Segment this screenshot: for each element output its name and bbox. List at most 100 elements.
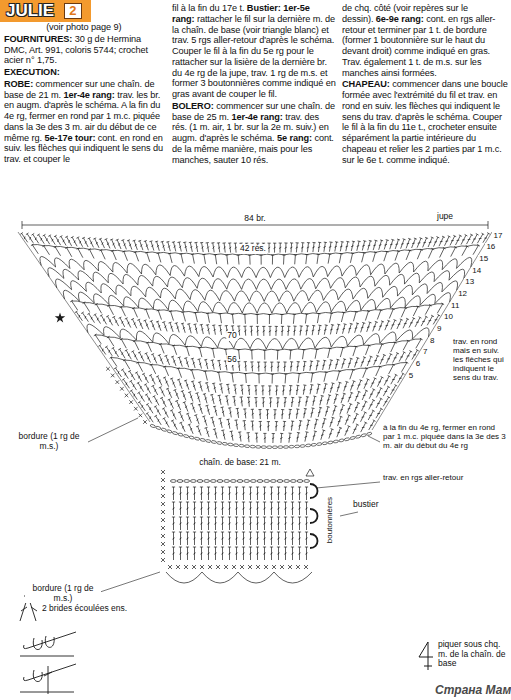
star-mark [55,312,65,322]
text-column: fil à la fin du 17e t.Bustier: 1er-5e ra… [172,3,336,166]
chain-stitch [277,480,283,483]
chain-stitch [257,480,263,483]
chain-stitch [184,480,190,483]
insert-symbol [419,642,433,670]
chain-stitch [250,480,256,483]
hook-illustration [20,632,76,656]
chain-stitch [222,442,228,445]
chain-stitch [189,436,195,440]
chain-stitch [217,480,223,483]
note: bordure (1 rg de m.s.) [11,432,87,451]
chain-stitch [155,426,161,430]
chain-stitch [300,444,305,447]
chain-stitch [224,480,230,483]
chain-stitch [304,480,310,483]
row-number: 9 [436,325,442,334]
chain-stitch [284,480,290,483]
section-heading: ROBE: [4,79,33,89]
chain-stitch [150,424,156,428]
row-number: 16 [485,243,496,252]
section-heading: 1er-4e rang: [231,112,282,122]
chain-stitch [230,480,236,483]
start-triangle [306,469,314,476]
instruction-text: fil à la fin du 17e t. [172,3,244,13]
title-band: JULIE 2 [0,0,91,22]
single-crochet-marks [106,367,147,424]
chain-stitch [278,446,283,449]
row-number: 8 [429,337,435,346]
pattern-title: JULIE [6,2,54,20]
stitch-count: 42 rés. [239,244,267,254]
paragraph: de chq. côté (voir repères sur le dessin… [342,3,508,78]
stitch-count: 84 br. [243,214,266,224]
row-number: 14 [471,267,482,276]
section-heading: FOURNITURES: [4,34,72,44]
paragraph: FOURNITURES:30 g de Hermina DMC, Art. 99… [4,34,166,66]
chain-stitch [355,435,361,439]
chain-stitch [290,480,296,483]
chain-stitch [217,441,223,444]
section-heading: CHAPEAU: [342,79,390,89]
chain-stitch [264,480,270,483]
section-heading: 5e rang: [277,133,312,143]
section-heading: BOLERO: [172,101,214,111]
chain-stitch [228,443,233,446]
paragraph: EXECUTION: [4,67,166,78]
chain-stitch [244,445,249,448]
chain-stitch [256,445,261,448]
border-scallops [166,572,312,583]
bodice-chart [161,469,318,583]
paragraph: (voir photo page 9) [4,22,166,33]
chain-stitch [344,437,350,441]
chain-stitch [328,441,334,444]
pattern-number: 2 [69,4,76,18]
row-number: 13 [464,278,475,287]
row-number: 10 [443,313,454,322]
legend-text: 2 brides écoulées ens. [42,603,127,613]
chain-stitch [167,429,173,433]
part-name: boutonnières [326,496,335,544]
chain-stitch [178,433,184,437]
chain-stitch [194,437,200,441]
section-heading: EXECUTION: [4,67,60,77]
chain-stitch [322,442,328,445]
chain-stitch [294,445,299,448]
part-name: bustier [352,500,380,510]
chain-stitch [172,431,178,435]
leader-lines [88,418,380,592]
chain-stitch [211,440,217,443]
chain-stitch [283,446,288,449]
part-name: jupe [436,212,454,222]
watermark: Страна Мам [434,684,511,697]
chain-stitch [250,445,255,448]
chain-stitch [183,434,189,438]
chain-stitch [366,432,372,436]
stitch-legend-symbols [419,642,433,670]
buttonhole-loops [310,484,318,548]
stitch-symbols [172,487,308,560]
note: chaîn. de base: 21 m. [198,458,282,468]
chain-stitch [339,439,345,443]
instruction-text: (voir photo page 9) [46,22,121,32]
section-heading: 1er-4e rang: [63,90,114,100]
chain-stitch [177,480,183,483]
skirt-edge [18,232,492,430]
chain-stitch [267,446,272,449]
chain-stitch [204,480,210,483]
row-number: 5 [408,372,414,381]
row-number: 7 [422,348,428,357]
chain-stitch [237,480,243,483]
note: à la fin du 4e rg, fermer en rond par 1 … [382,424,508,451]
stitch-symbols [20,233,490,444]
chain-stitch [361,433,367,437]
chain-stitch [190,480,196,483]
chain-arches [32,244,478,374]
chain-stitch [289,445,294,448]
chain-stitch [311,443,316,446]
chain-stitch [317,442,323,445]
paragraph: ROBE:commencer sur une chaîn. de base de… [4,79,166,165]
section-heading: 5e-17e tour: [44,133,95,143]
instruction-text: commencer dans une boucle formée avec l'… [342,79,508,164]
chain-stitch [200,438,206,442]
row-number: 15 [478,255,489,264]
